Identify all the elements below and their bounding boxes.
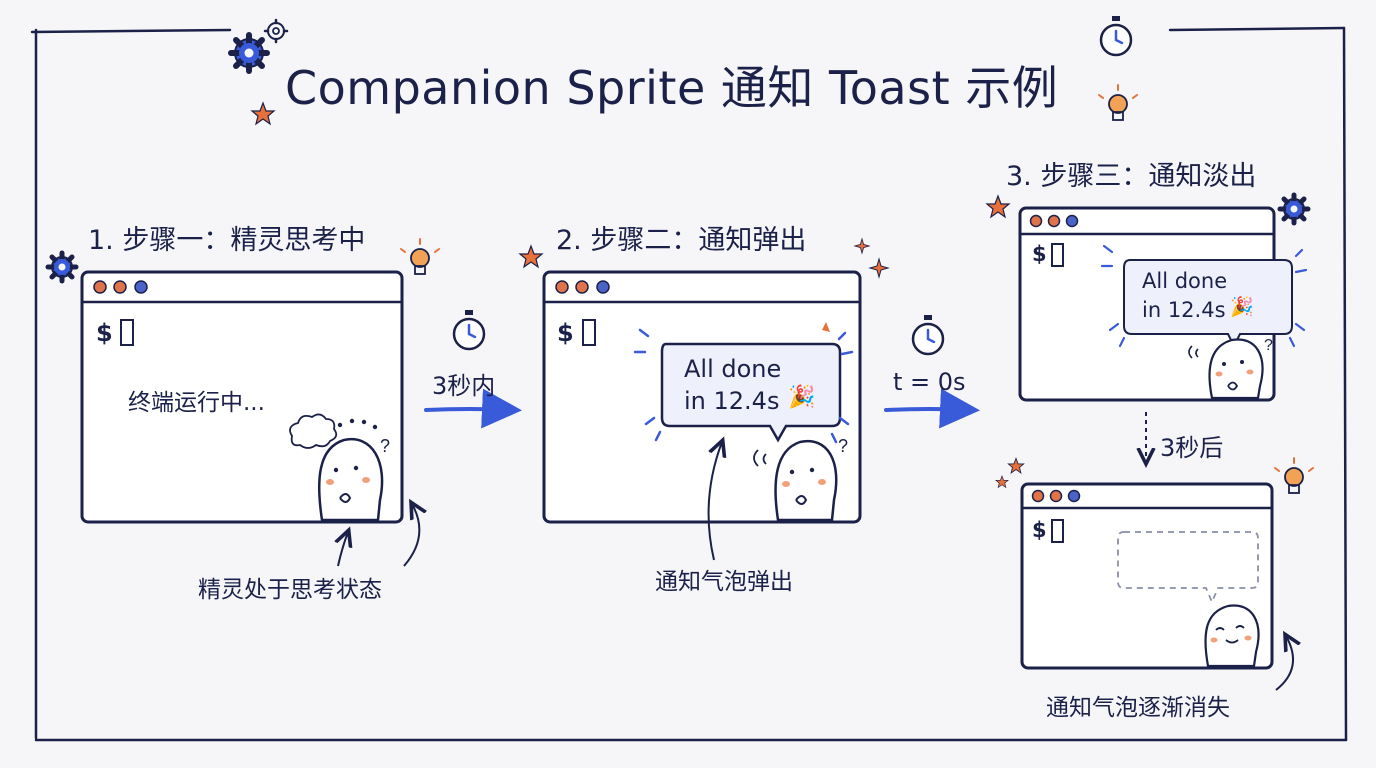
star-icon: [1007, 457, 1025, 475]
faded-bubble-outline: [1117, 531, 1259, 605]
step1-caption: 精灵处于思考状态: [198, 577, 382, 603]
transition-label-3: 3秒后: [1160, 434, 1224, 462]
svg-text:?: ?: [380, 436, 390, 456]
bubble-line2: in 12.4s: [1142, 298, 1226, 322]
gear-icon: [263, 18, 289, 44]
companion-sprite-happy: [1204, 604, 1260, 668]
window-dot-orange: [575, 280, 589, 294]
transition-arrow-2: [884, 388, 980, 429]
transition-label-1: 3秒内: [432, 372, 496, 400]
terminal-cursor: [120, 319, 134, 346]
gear-icon: [45, 250, 79, 284]
terminal-cursor: [1051, 243, 1064, 267]
step3-caption: 通知气泡逐渐消失: [1046, 695, 1230, 721]
stopwatch-icon: [452, 310, 486, 351]
lightbulb-icon: [1274, 457, 1314, 494]
terminal-prompt: $: [96, 319, 113, 347]
terminal-window-step1: [80, 270, 404, 524]
window-dot-blue: [1067, 489, 1081, 503]
lightbulb-icon: [400, 238, 440, 275]
terminal-prompt: $: [1032, 242, 1047, 266]
sparkle-icon: [853, 237, 871, 255]
lightbulb-icon: [1098, 84, 1138, 121]
caption-pointer-arrow: [403, 504, 419, 567]
step2-label: 2. 步骤二：通知弹出: [556, 225, 807, 256]
notification-bubble-step2: [633, 322, 854, 444]
transition-label-2: t = 0s: [893, 368, 966, 396]
window-dot-blue: [134, 280, 148, 294]
terminal-status-text: 终端运行中...: [128, 390, 265, 416]
window-dot-red: [1029, 214, 1043, 228]
step3-label: 3. 步骤三：通知淡出: [1006, 161, 1257, 192]
stopwatch-icon: [1099, 16, 1133, 57]
terminal-cursor: [1051, 519, 1064, 543]
bubble-line1: All done: [684, 355, 782, 383]
page-title: Companion Sprite 通知 Toast 示例: [285, 61, 1059, 115]
terminal-cursor: [582, 319, 596, 346]
window-dot-red: [555, 280, 569, 294]
window-dot-orange: [1047, 214, 1061, 228]
star-icon: [985, 194, 1011, 219]
star-icon: [518, 244, 544, 269]
companion-sprite-notifying: ?: [753, 436, 848, 522]
gear-icon: [228, 32, 270, 74]
star-icon: [995, 475, 1009, 489]
bubble-line1: All done: [1142, 269, 1228, 293]
step2-caption: 通知气泡弹出: [655, 569, 793, 595]
window-dot-red: [93, 280, 107, 294]
step1-label: 1. 步骤一：精灵思考中: [88, 225, 366, 256]
bubble-line2: in 12.4s: [684, 387, 780, 415]
window-dot-red: [1031, 489, 1045, 503]
svg-text:?: ?: [1264, 337, 1273, 354]
window-dot-blue: [1065, 214, 1079, 228]
companion-sprite-notifying-small: ?: [1188, 337, 1273, 400]
window-dot-blue: [596, 280, 610, 294]
caption-pointer-arrow: [707, 442, 722, 561]
gear-icon: [1277, 192, 1311, 226]
window-dot-orange: [1049, 489, 1063, 503]
terminal-prompt: $: [557, 319, 574, 347]
sparkle-icon: [868, 257, 890, 279]
outer-border: [30, 26, 1348, 742]
companion-sprite-thinking: ?: [317, 436, 390, 522]
party-popper-icon: 🎉: [788, 385, 816, 410]
star-icon: [250, 101, 276, 126]
party-popper-icon: 🎉: [1230, 296, 1254, 318]
stopwatch-icon: [911, 315, 945, 356]
transition-arrow-1: [424, 388, 522, 429]
terminal-prompt: $: [1032, 518, 1047, 542]
thinking-dots: [337, 418, 378, 430]
caption-pointer-arrow: [338, 532, 348, 567]
caption-pointer-arrow: [1275, 636, 1293, 691]
window-dot-orange: [113, 280, 127, 294]
svg-text:?: ?: [838, 436, 848, 456]
